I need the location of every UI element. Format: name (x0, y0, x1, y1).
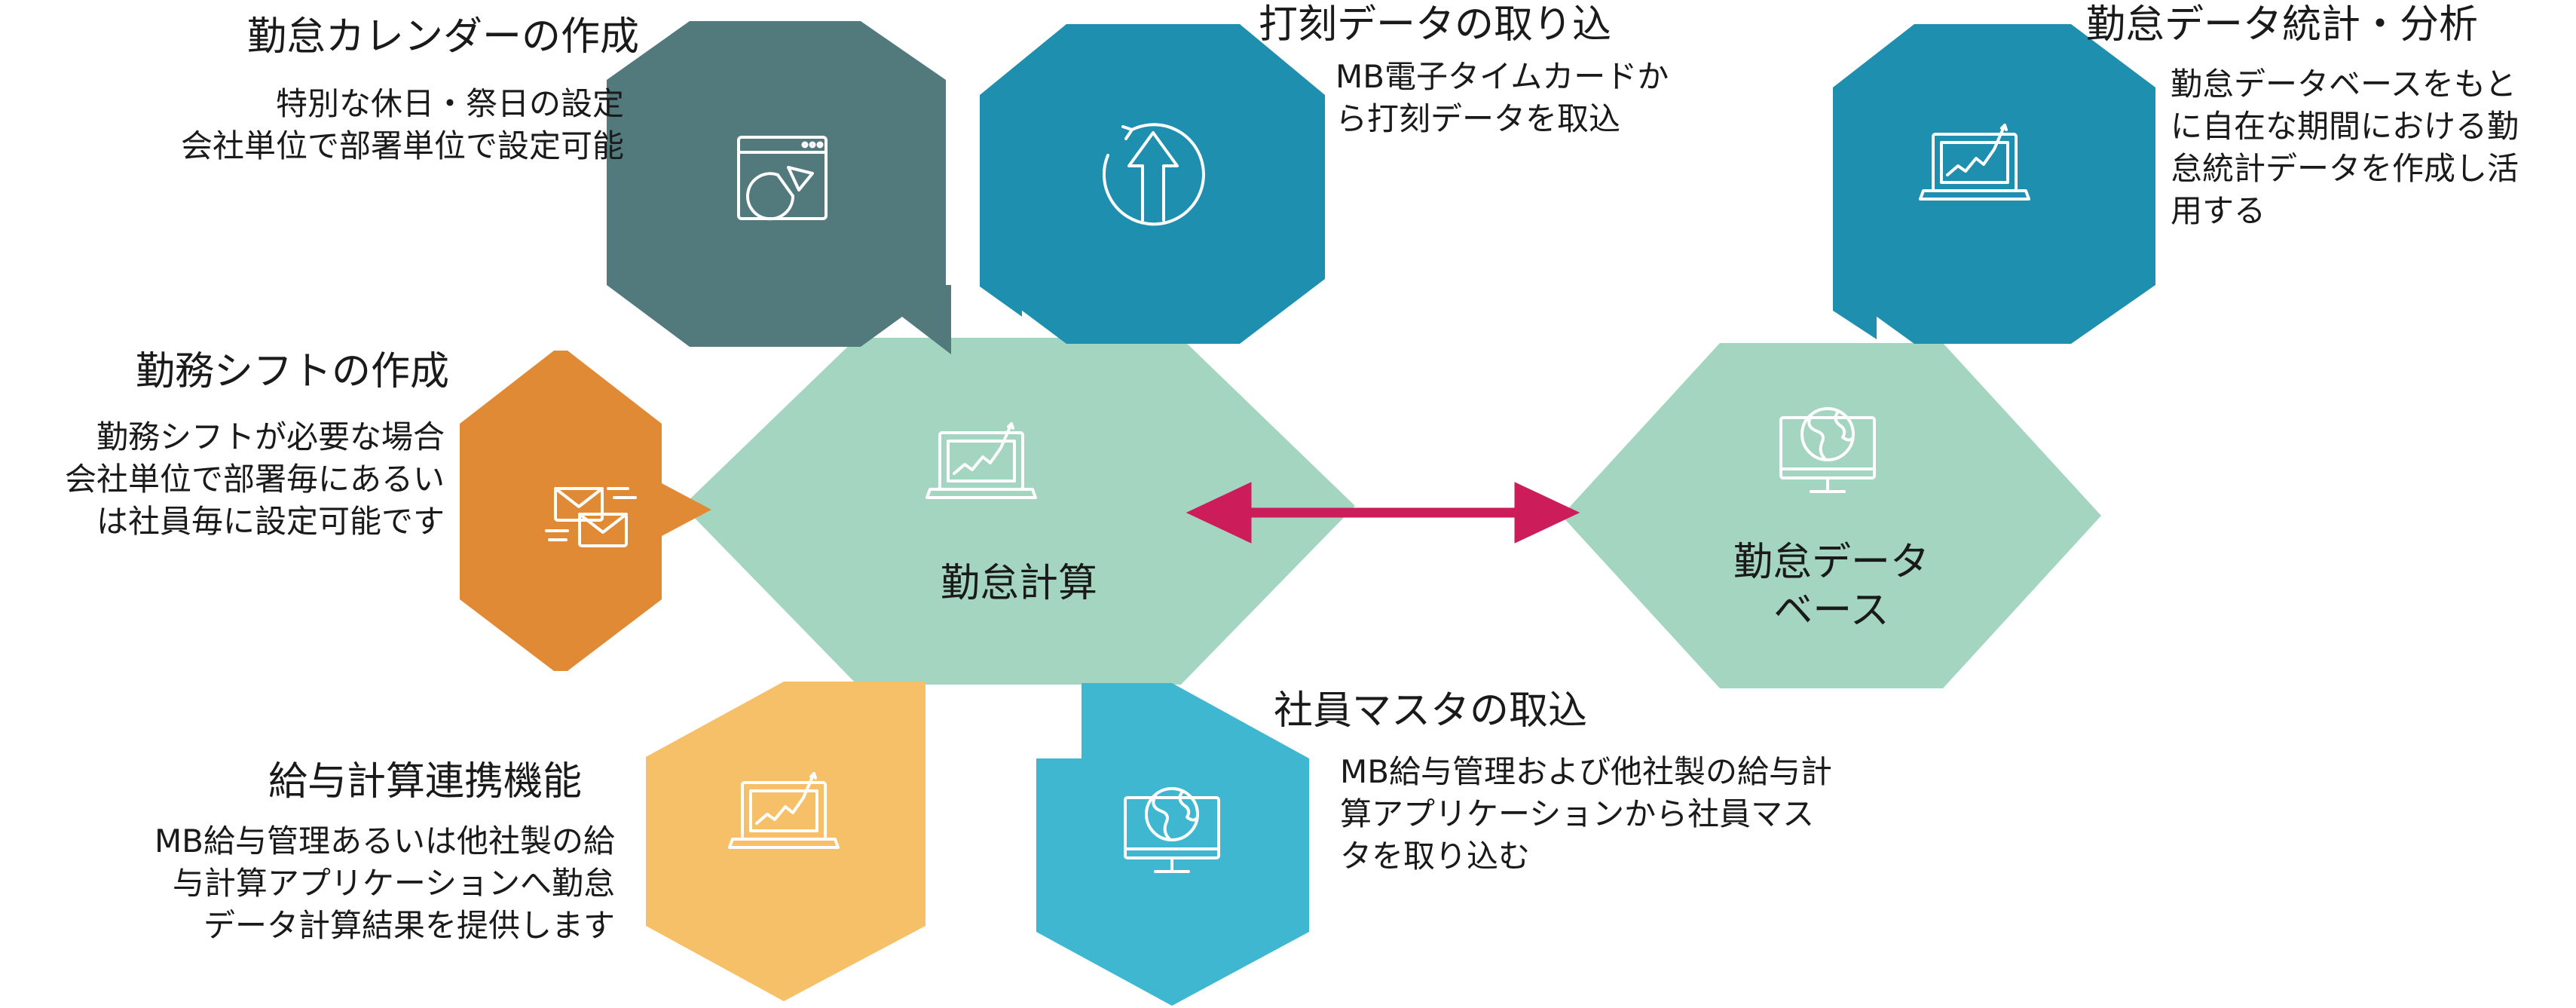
calendar-desc-line: 会社単位で部署単位で設定可能 (180, 127, 624, 164)
shift-title: 勤務シフトの作成 (136, 349, 450, 394)
stats-desc-line: 用する (2171, 192, 2266, 229)
import-punch-title: 打刻データの取り込 (1259, 2, 1612, 47)
import-punch-desc-line: ら打刻データを取込 (1335, 100, 1621, 137)
import-punch-desc-line: MB電子タイムカードか (1335, 58, 1669, 95)
employee-title: 社員マスタの取込 (1274, 688, 1588, 734)
payroll-desc: MB給与管理あるいは他社製の給 与計算アプリケーションへ勤怠 データ計算結果を提… (154, 820, 615, 947)
database-label: 勤怠データ ベース (1681, 538, 1982, 635)
payroll-desc-line: MB給与管理あるいは他社製の給 (154, 823, 615, 859)
employee-desc: MB給与管理および他社製の給与計 算アプリケーションから社員マス タを取り込む (1340, 751, 1832, 878)
import-punch-desc: MB電子タイムカードか ら打刻データを取込 (1335, 56, 1669, 140)
database-hexagon (1562, 343, 2101, 688)
employee-hexagon (1036, 683, 1309, 1006)
calendar-desc-line: 特別な休日・祭日の設定 (275, 85, 624, 122)
import-punch-hexagon (980, 24, 1325, 344)
employee-desc-line: 算アプリケーションから社員マス (1340, 795, 1815, 832)
shift-hexagon (460, 351, 711, 671)
shift-desc-line: 勤務シフトが必要な場合 (96, 418, 445, 455)
center-label: 勤怠計算 (940, 561, 1097, 606)
shift-desc: 勤務シフトが必要な場合 会社単位で部署毎にあるい は社員毎に設定可能です (65, 416, 445, 543)
stats-desc-line: 怠統計データを作成し活 (2171, 150, 2519, 187)
shift-desc-line: は社員毎に設定可能です (96, 503, 445, 540)
calendar-desc: 特別な休日・祭日の設定 会社単位で部署単位で設定可能 (181, 83, 624, 167)
employee-desc-line: MB給与管理および他社製の給与計 (1340, 753, 1833, 790)
payroll-desc-line: 与計算アプリケーションへ勤怠 (172, 865, 615, 902)
stats-title: 勤怠データ統計・分析 (2086, 2, 2479, 47)
shift-desc-line: 会社単位で部署毎にあるい (64, 461, 445, 498)
stats-desc-line: 勤怠データベースをもと (2171, 66, 2517, 103)
database-label-line1: 勤怠データ (1733, 540, 1929, 585)
payroll-desc-line: データ計算結果を提供します (203, 907, 615, 944)
employee-desc-line: タを取り込む (1340, 838, 1531, 875)
calendar-title: 勤怠カレンダーの作成 (247, 14, 640, 60)
stats-desc-line: に自在な期間における勤 (2171, 108, 2519, 145)
payroll-hexagon (646, 682, 925, 1001)
bidirectional-arrow (1186, 482, 1580, 544)
calendar-hexagon (607, 21, 951, 354)
payroll-title: 給与計算連携機能 (268, 759, 583, 804)
stats-hexagon (1833, 24, 2155, 344)
center-hexagon (683, 338, 1355, 685)
database-label-line2: ベース (1773, 588, 1889, 633)
stats-desc: 勤怠データベースをもと に自在な期間における勤 怠統計データを作成し活 用する (2171, 63, 2519, 232)
